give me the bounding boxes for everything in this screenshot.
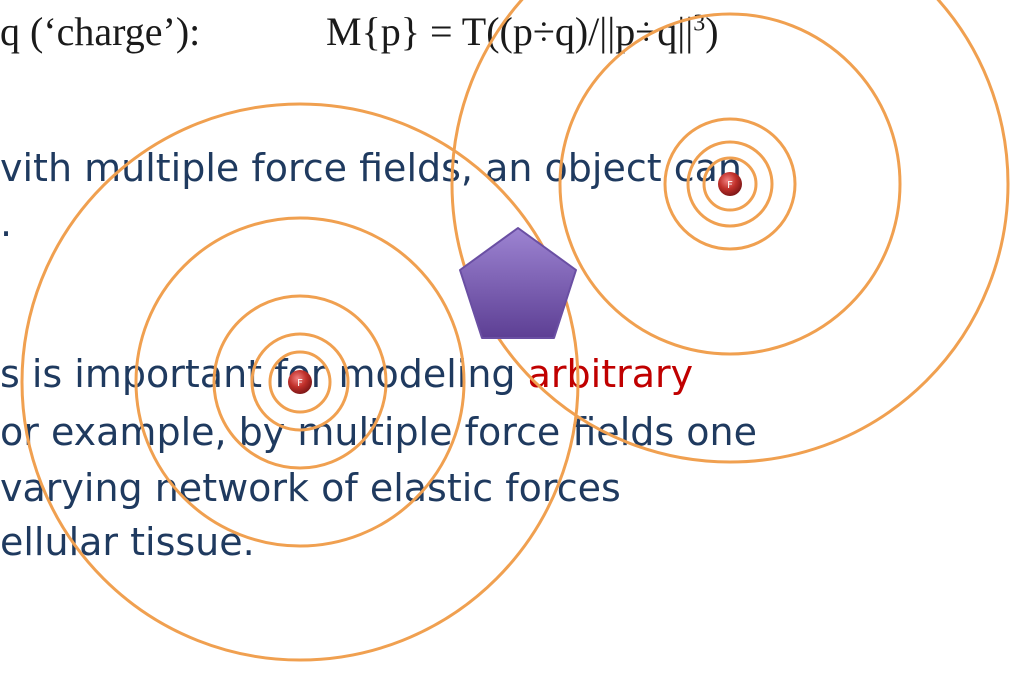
left-ring-1 xyxy=(268,350,332,414)
pentagon-object xyxy=(459,227,577,339)
formula-charge-label: q (‘charge’): xyxy=(0,9,201,54)
bullet2-line3: varying network of elastic forces xyxy=(0,466,621,510)
left-ring-3 xyxy=(212,294,388,470)
left-charge-sphere xyxy=(288,370,312,394)
right-ring-4 xyxy=(558,12,902,356)
left-force-field xyxy=(20,102,580,662)
right-charge: F xyxy=(718,172,742,196)
right-charge-sphere xyxy=(718,172,742,196)
bullet2-line4: ellular tissue. xyxy=(0,520,255,564)
left-charge: F xyxy=(288,370,312,394)
right-ring-1 xyxy=(702,156,758,212)
right-force-field xyxy=(450,0,1010,464)
left-charge-label: F xyxy=(297,378,303,389)
bullet2-line1: s is important for modeling arbitrary xyxy=(0,352,693,396)
right-ring-2 xyxy=(686,140,774,228)
left-ring-4 xyxy=(134,216,466,548)
left-ring-5 xyxy=(20,102,580,662)
accent-word: arbitrary xyxy=(527,352,694,396)
formula-divider xyxy=(0,72,1026,82)
force-formula-close: ) xyxy=(705,9,719,54)
right-ring-3 xyxy=(663,117,797,251)
right-ring-5 xyxy=(450,0,1010,464)
right-charge-label: F xyxy=(727,180,733,191)
bullet1-line2: . xyxy=(0,201,13,245)
left-ring-2 xyxy=(250,332,350,432)
